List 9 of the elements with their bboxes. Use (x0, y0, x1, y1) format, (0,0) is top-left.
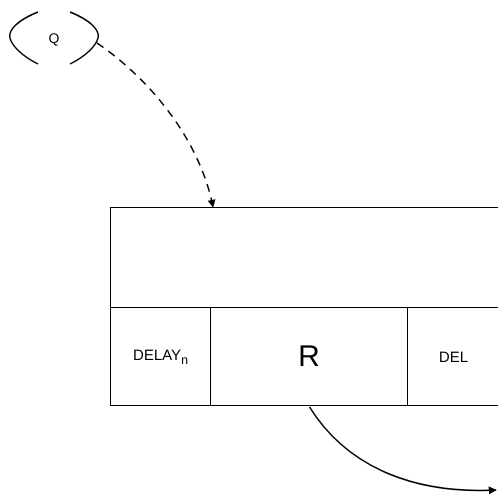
cell-label: R (298, 340, 320, 374)
table-box (110, 207, 498, 406)
cell-label: DELAY$_{n}$ (132, 347, 188, 367)
cell-label: Q (48, 30, 60, 46)
cell-label: DEL (438, 348, 468, 366)
table-cell (111, 307, 211, 406)
curved-arrow (308, 406, 497, 494)
dashed-arrow (96, 42, 216, 208)
table-cell (211, 307, 408, 406)
